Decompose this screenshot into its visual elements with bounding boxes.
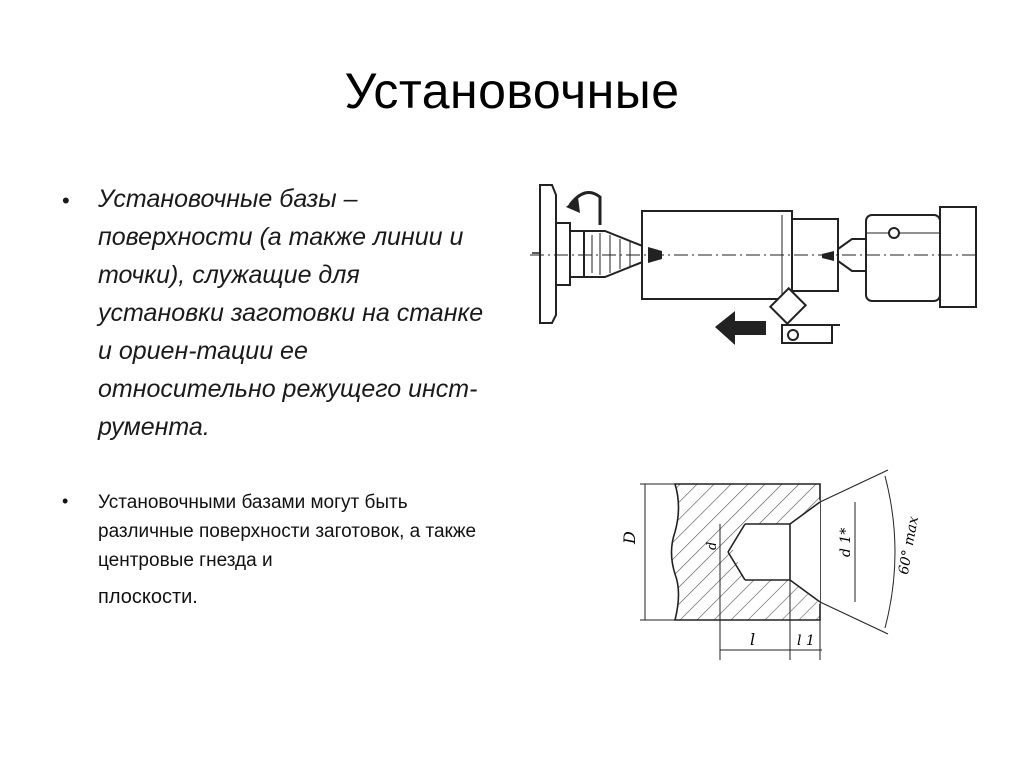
tailstock-shape — [865, 214, 941, 302]
bullet-item-examples: • Установочными базами могут быть различ… — [62, 488, 492, 612]
rotation-arrow-head — [566, 197, 580, 213]
faceplate-shape — [539, 184, 557, 324]
bullet-item-definition: • Установочные базы – поверхности (а так… — [62, 180, 492, 446]
bullet-dot: • — [62, 491, 69, 511]
slide-title: Установочные — [344, 63, 680, 119]
feed-arrow-icon — [715, 311, 766, 345]
label-angle: 60° max — [896, 515, 920, 576]
lathe-setup-drawing — [530, 184, 977, 345]
label-d: d — [705, 542, 720, 550]
cutting-tool-shape — [768, 286, 808, 326]
label-l: l — [750, 630, 755, 649]
bullet-text-last-line: плоскости. — [98, 586, 198, 608]
front-center-shape — [583, 230, 646, 278]
bullet-text: Установочными базами могут быть различны… — [98, 492, 477, 571]
bullet-text: Установочные базы – поверхности (а также… — [98, 185, 484, 441]
bullet-list: • Установочные базы – поверхности (а так… — [62, 180, 492, 612]
label-l1: l 1 — [797, 633, 815, 649]
bullet-dot: • — [62, 188, 70, 213]
center-hole-drawing: D d d 1* 60° max l l 1 — [620, 469, 920, 660]
label-D: D — [620, 531, 639, 545]
label-d1: d 1* — [838, 528, 854, 557]
